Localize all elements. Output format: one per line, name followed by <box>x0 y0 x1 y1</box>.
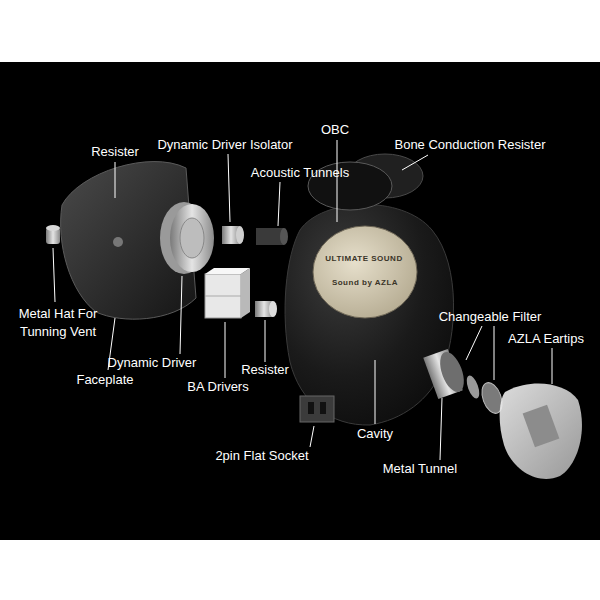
part-label: Faceplate <box>76 371 133 389</box>
ba-drivers <box>205 268 250 318</box>
part-label: Metal Hat For Tunning Vent <box>6 305 110 340</box>
part-label: 2pin Flat Socket <box>215 447 308 465</box>
part-label: OBC <box>321 121 349 139</box>
leader-lines <box>53 140 552 460</box>
part-label: Dynamic Driver Isolator <box>157 136 292 154</box>
two-pin-socket <box>300 396 334 422</box>
cavity-shell <box>285 204 454 425</box>
part-label: Cavity <box>357 425 393 443</box>
dynamic-driver <box>160 202 214 274</box>
part-label: AZLA Eartips <box>508 330 584 348</box>
part-label: BA Drivers <box>187 378 248 396</box>
metal-tunnel <box>423 349 468 399</box>
eartip <box>500 384 582 479</box>
part-label: Resister <box>91 143 139 161</box>
part-label: Dynamic Driver <box>108 354 197 372</box>
obc-badge <box>313 226 417 318</box>
part-label: Metal Tunnel <box>383 460 457 478</box>
part-label: Bone Conduction Resister <box>394 136 545 154</box>
part-label: Acoustic Tunnels <box>251 164 349 182</box>
metal-hat <box>46 225 60 244</box>
part-label: Changeable Filter <box>439 308 542 326</box>
filter-mesh <box>464 374 482 400</box>
resister-part <box>255 301 277 317</box>
black-ground <box>0 62 600 540</box>
driver-isolator <box>222 226 244 244</box>
badge-text: ULTIMATE SOUND <box>325 254 402 265</box>
part-label: Resister <box>241 361 289 379</box>
faceplate-pin <box>113 237 123 247</box>
acoustic-tunnel <box>256 228 288 245</box>
badge-text: Sound by AZLA <box>332 278 398 289</box>
